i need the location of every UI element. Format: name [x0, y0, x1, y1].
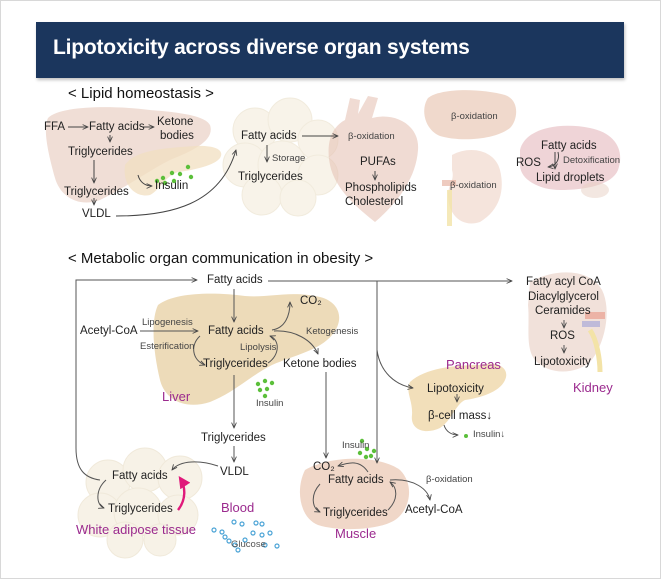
text-muscle-beta-oxidation: β-oxidation — [426, 474, 473, 485]
text-liver-tg-2: Triglycerides — [64, 186, 129, 198]
text-beta-cell-mass: β-cell mass↓ — [428, 410, 493, 422]
muscle-illustration — [299, 458, 410, 530]
brain-illustration — [520, 125, 621, 190]
insulin-dots-muscle — [357, 438, 377, 460]
text-lipolysis: Lipolysis — [240, 342, 277, 353]
arrow-muscle-esterification — [312, 483, 320, 512]
arrow-wat-esterification — [97, 479, 107, 508]
text-adipose-fatty-acids: Fatty acids — [241, 130, 297, 142]
text-muscle-co2: CO₂ — [313, 461, 335, 473]
title-banner: Lipotoxicity across diverse organ system… — [36, 22, 624, 78]
text-esterification: Esterification — [140, 341, 195, 352]
text-ketone: Ketone — [157, 116, 194, 128]
section-title-obesity: < Metabolic organ communication in obesi… — [68, 250, 374, 267]
text-liver-triglycerides: Triglycerides — [203, 358, 268, 370]
kidney-illustration-top — [448, 150, 502, 224]
text-pufas: PUFAs — [360, 156, 396, 168]
organ-label-liver: Liver — [162, 389, 191, 404]
text-acetyl-coa-liver: Acetyl-CoA — [80, 325, 138, 337]
kidney-ureter-top — [447, 190, 452, 226]
text-heart-beta: β-oxidation — [348, 131, 395, 142]
text-top-fatty-acids: Fatty acids — [207, 274, 263, 286]
text-liver-fatty-acids-obesity: Fatty acids — [208, 325, 264, 337]
liver-illustration — [153, 293, 340, 405]
insulin-dots-top — [154, 164, 194, 186]
organ-label-kidney: Kidney — [573, 380, 613, 395]
text-pancreas-lipotoxicity: Lipotoxicity — [427, 383, 484, 395]
kidney-vessel-red — [585, 312, 605, 319]
text-liver-insulin: Insulin — [256, 398, 284, 409]
text-insulin-top: Insulin — [155, 180, 189, 192]
kidney-vessel-blue — [582, 321, 600, 327]
text-brain-fatty-acids: Fatty acids — [541, 140, 597, 152]
heart-illustration — [328, 96, 419, 222]
text-ketogenesis: Ketogenesis — [306, 326, 359, 337]
arrow-to-pancreas — [376, 349, 413, 388]
text-diacylglycerol: Diacylglycerol — [528, 291, 599, 303]
arrow-to-co2 — [271, 302, 290, 331]
insulin-dot-pancreas — [464, 434, 468, 438]
text-wat-triglycerides: Triglycerides — [108, 503, 173, 515]
arrow-wat-to-fatty — [75, 280, 197, 448]
text-kidney-beta-top: β-oxidation — [450, 180, 497, 191]
text-wat-fatty-acids: Fatty acids — [112, 470, 168, 482]
slide-title: Lipotoxicity across diverse organ system… — [53, 36, 470, 59]
text-adipose-tg: Triglycerides — [238, 171, 303, 183]
text-ffa: FFA — [44, 121, 66, 133]
arrow-vldl-adipose — [115, 150, 236, 217]
text-muscle-triglycerides: Triglycerides — [323, 507, 388, 519]
text-phospholipids: Phospholipids — [345, 182, 417, 194]
arrow-ketogenesis — [273, 330, 318, 354]
text-brain-ros: ROS — [516, 157, 541, 169]
arrow-brain-ros — [548, 151, 559, 167]
text-muscle-insulin: Insulin — [342, 440, 370, 451]
liver-illustration-top — [45, 107, 211, 203]
text-liver-co2: CO₂ — [300, 295, 322, 307]
organ-label-white-adipose-tissue: White adipose tissue — [76, 522, 196, 537]
kidney-illustration — [528, 272, 607, 372]
organ-label-muscle: Muscle — [335, 526, 377, 541]
text-pancreas-insulin: Insulin↓ — [473, 429, 506, 440]
text-blood-triglycerides: Triglycerides — [201, 432, 266, 444]
section-title-homeostasis: < Lipid homeostasis > — [68, 85, 214, 102]
text-muscle-fatty-acids: Fatty acids — [328, 474, 384, 486]
kidney-ureter — [587, 328, 603, 373]
text-cholesterol: Cholesterol — [345, 196, 404, 208]
arrow-lipolysis — [267, 336, 278, 364]
text-vldl-top: VLDL — [82, 208, 111, 220]
arrow-wat-lipolysis-pink — [177, 476, 191, 511]
text-vldl: VLDL — [220, 466, 249, 478]
arrow-beta-insulin — [443, 424, 458, 435]
text-glucose: Glucose — [231, 539, 266, 550]
text-bodies: bodies — [160, 130, 194, 142]
arrow-muscle-lipolysis — [387, 482, 397, 511]
text-kidney-lipotoxicity: Lipotoxicity — [534, 356, 591, 368]
text-liver-fatty-acids: Fatty acids — [89, 121, 145, 133]
text-fatty-acyl-coa: Fatty acyl CoA — [526, 276, 601, 288]
muscle-illustration-top — [424, 90, 517, 140]
arrow-vldl-wat — [172, 461, 219, 470]
arrow-muscle-to-co2 — [338, 463, 369, 473]
arrow-esterification — [193, 335, 205, 365]
arrow-beta-oxidation — [389, 479, 430, 500]
text-storage: Storage — [272, 153, 306, 164]
pancreas-illustration-top — [124, 145, 222, 196]
organ-label-pancreas: Pancreas — [446, 357, 501, 372]
text-lipid-droplets: Lipid droplets — [536, 172, 605, 184]
organ-label-blood: Blood — [221, 500, 255, 515]
text-lipogenesis: Lipogenesis — [142, 317, 193, 328]
arrow-wat-loop — [75, 447, 101, 481]
text-liver-tg-1: Triglycerides — [68, 146, 133, 158]
insulin-dots-liver — [255, 378, 275, 399]
kidney-vessel-top — [442, 180, 456, 186]
text-muscle-acetyl-coa: Acetyl-CoA — [405, 504, 463, 516]
text-kidney-ros: ROS — [550, 330, 575, 342]
text-ketone-bodies: Ketone bodies — [283, 358, 357, 370]
arrow-pancreas-insulin — [137, 174, 152, 186]
glucose-circles — [211, 519, 280, 553]
text-ceramides: Ceramides — [535, 305, 591, 317]
brain-cerebellum — [581, 182, 609, 198]
text-muscle-beta-top: β-oxidation — [451, 111, 498, 122]
text-detoxification: Detoxification — [563, 155, 621, 166]
